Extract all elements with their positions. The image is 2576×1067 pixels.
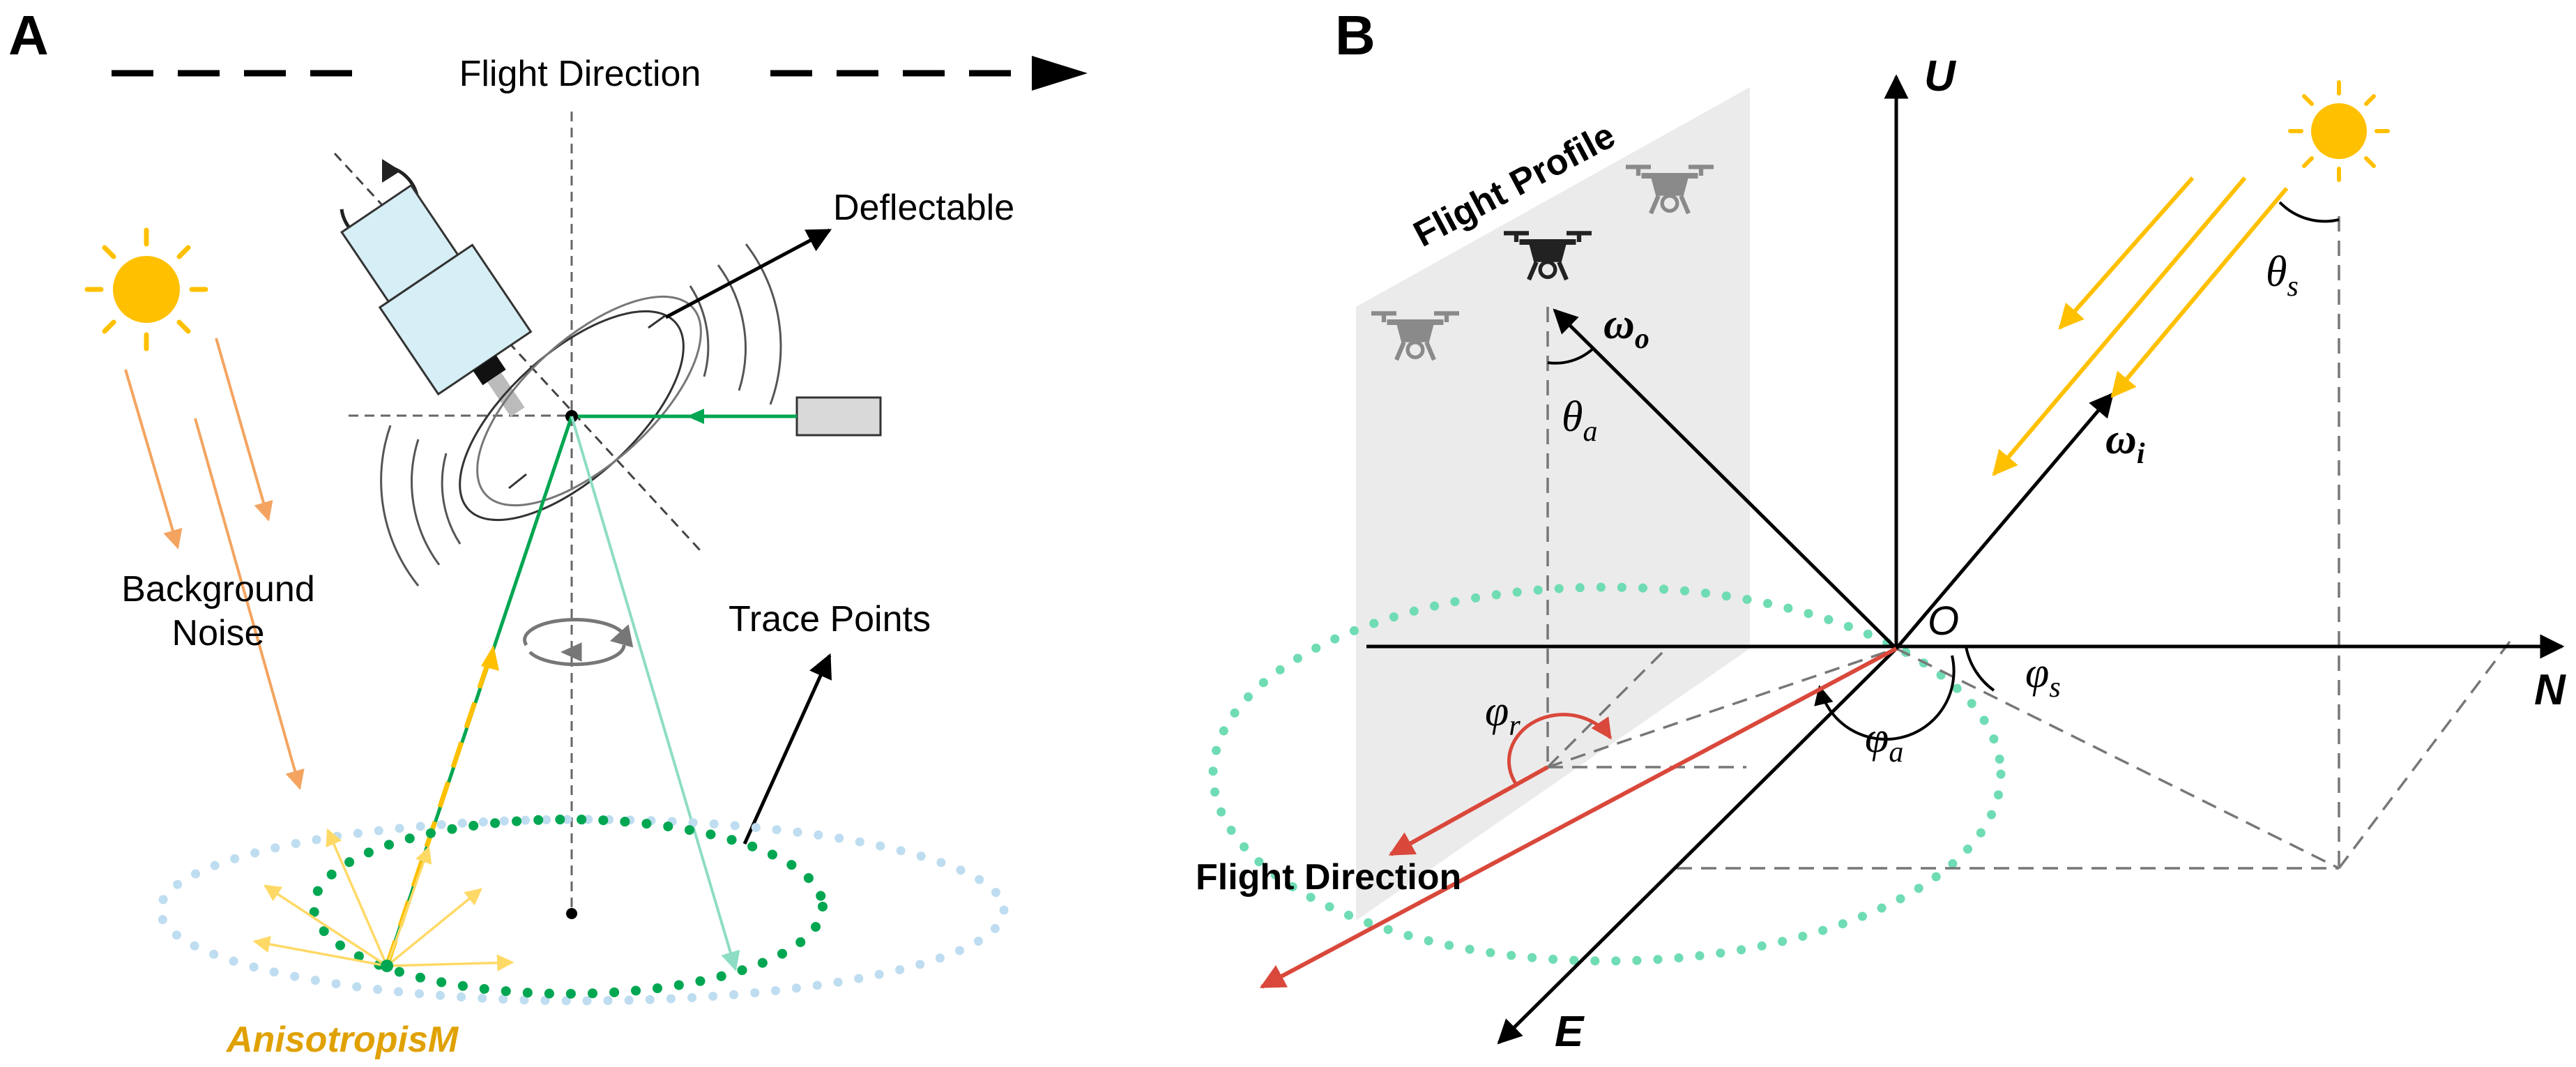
flight-direction-label-a: Flight Direction xyxy=(459,54,701,94)
phi-s-subscript: s xyxy=(2049,672,2060,704)
laser-beam-arrowhead xyxy=(687,409,704,424)
anisotropic-scatter-rays xyxy=(252,828,515,971)
omega-o-symbol: ω xyxy=(1603,301,1635,348)
scatter-ground-point xyxy=(381,960,393,972)
phi-a-arc xyxy=(1814,655,1956,741)
vibration-arcs xyxy=(380,243,782,587)
phi-r-label: φr xyxy=(1485,688,1521,742)
flight-direction-vector-short xyxy=(1388,765,1549,856)
panel-a: A Flight Direction xyxy=(8,4,1088,1060)
scanner-axis-dashed xyxy=(333,152,702,552)
trace-points-arrow xyxy=(742,653,832,845)
theta-s-arc xyxy=(2278,201,2340,223)
theta-a-arc xyxy=(1547,347,1594,365)
theta-s-subscript: s xyxy=(2287,271,2298,303)
scan-footprint-ellipse xyxy=(1208,582,2006,966)
theta-a-label: θa xyxy=(1562,393,1597,448)
sun-icon-a xyxy=(84,227,208,351)
phi-s-symbol: φ xyxy=(2025,649,2049,697)
laser-emitter-box xyxy=(795,396,882,437)
background-noise-rays xyxy=(124,338,305,790)
phi-s-arc xyxy=(1965,646,1995,692)
theta-s-symbol: θ xyxy=(2266,248,2287,296)
deflectable-label: Deflectable xyxy=(833,188,1014,228)
trace-ellipse-green xyxy=(309,815,828,999)
omega-o-label: ωo xyxy=(1603,301,1649,355)
sun-icon-b xyxy=(2288,80,2390,182)
camera-body xyxy=(340,183,533,417)
flight-profile-plane xyxy=(1356,87,1750,921)
omega-i-symbol: ω xyxy=(2105,416,2137,463)
nadir-ground-point xyxy=(566,908,577,919)
scanner-mirror xyxy=(459,295,702,522)
trace-ellipse-light-blue xyxy=(155,815,1009,1006)
return-beam-arrowhead xyxy=(481,645,499,671)
omega-o-vector xyxy=(1553,308,1898,650)
anisotropism-label: AnisotropisM xyxy=(225,1020,459,1060)
deflectable-arrow xyxy=(664,228,832,319)
construction-dashed-lines xyxy=(1546,216,2511,870)
phi-r-subscript: r xyxy=(1509,710,1521,742)
phi-r-arc xyxy=(1507,713,1613,786)
background-noise-label-line1: Background xyxy=(121,569,315,610)
phi-r-symbol: φ xyxy=(1485,688,1509,735)
background-noise-label-line2: Noise xyxy=(172,613,265,653)
panel-b-label: B xyxy=(1335,4,1375,66)
omega-i-vector xyxy=(1895,392,2114,650)
rotation-icon-nadir xyxy=(523,618,634,667)
phi-s-label: φs xyxy=(2025,649,2061,704)
flight-direction-arrowhead xyxy=(1032,56,1088,91)
axis-e-label: E xyxy=(1555,1008,1585,1056)
omega-i-subscript: i xyxy=(2137,438,2145,470)
solar-rays xyxy=(1992,176,2289,476)
trace-points-label: Trace Points xyxy=(729,599,931,640)
theta-a-symbol: θ xyxy=(1562,393,1583,441)
phi-a-symbol: φ xyxy=(1865,714,1889,762)
panel-b: B Flight Profile U N E O xyxy=(1196,4,2566,1056)
theta-s-label: θs xyxy=(2266,248,2299,303)
flight-direction-vector-long xyxy=(1259,646,1898,989)
axis-n-label: N xyxy=(2534,666,2566,714)
phi-a-subscript: a xyxy=(1889,736,1903,769)
scan-beam-right xyxy=(570,416,740,971)
omega-o-subscript: o xyxy=(1635,323,1649,355)
flight-direction-label-b: Flight Direction xyxy=(1196,857,1461,898)
axis-u-label: U xyxy=(1924,52,1957,100)
axis-e xyxy=(1497,647,1898,1045)
panel-a-label: A xyxy=(8,4,49,66)
theta-a-subscript: a xyxy=(1583,416,1597,448)
phi-a-label: φa xyxy=(1865,714,1903,769)
omega-i-label: ωi xyxy=(2105,416,2145,470)
